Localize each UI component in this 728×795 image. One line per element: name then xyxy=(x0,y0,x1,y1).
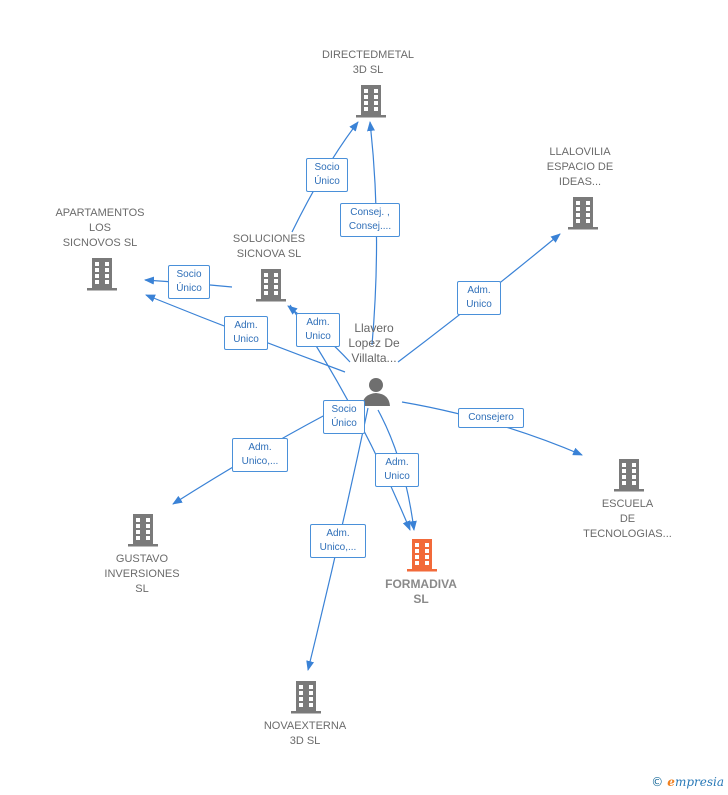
brand-name: mpresia xyxy=(674,775,724,789)
edge-label-socio-unico-apartamentos: Socio Único xyxy=(168,265,210,299)
building-icon-novaexterna[interactable] xyxy=(290,680,322,714)
building-icon-apartamentos[interactable] xyxy=(86,257,118,291)
node-label-formadiva[interactable]: FORMADIVA SL xyxy=(385,577,457,606)
edge-label-adm-unico-apartamentos: Adm. Unico xyxy=(224,316,268,350)
node-label-llalovilia[interactable]: LLALOVILIA ESPACIO DE IDEAS... xyxy=(546,146,614,188)
edge-label-socio-unico-center: Socio Único xyxy=(323,400,365,434)
edge-label-adm-unico-soluciones: Adm. Unico xyxy=(296,313,340,347)
person-icon[interactable] xyxy=(361,376,391,406)
brand-first-letter: e xyxy=(667,775,675,789)
building-icon-llalovilia[interactable] xyxy=(567,196,599,230)
node-label-gustavo[interactable]: GUSTAVO INVERSIONES SL xyxy=(104,553,180,595)
building-icon-formadiva[interactable] xyxy=(406,538,438,572)
edge-label-consejero: Consejero xyxy=(458,408,524,428)
empresia-logo: ©empresia xyxy=(651,775,724,789)
node-label-directedmetal[interactable]: DIRECTEDMETAL 3D SL xyxy=(321,49,415,76)
node-label-apartamentos[interactable]: APARTAMENTOS LOS SICNOVOS SL xyxy=(55,207,145,249)
node-label-soluciones[interactable]: SOLUCIONES SICNOVA SL xyxy=(232,233,306,260)
node-label-escuela[interactable]: ESCUELA DE TECNOLOGIAS... xyxy=(583,498,672,540)
edge-label-adm-unico-gustavo: Adm. Unico,... xyxy=(232,438,288,472)
building-icon-directedmetal[interactable] xyxy=(355,84,387,118)
copyright-icon: © xyxy=(651,775,664,789)
edge-label-adm-unico-llalovilia: Adm. Unico xyxy=(457,281,501,315)
building-icon-gustavo[interactable] xyxy=(127,513,159,547)
node-label-novaexterna[interactable]: NOVAEXTERNA 3D SL xyxy=(263,720,347,747)
building-icon-escuela[interactable] xyxy=(613,458,645,492)
edge-label-socio-unico-directedmetal: Socio Único xyxy=(306,158,348,192)
edge-label-adm-unico-novaexterna: Adm. Unico,... xyxy=(310,524,366,558)
person-name-label[interactable]: Llavero Lopez De Villalta... xyxy=(348,321,400,365)
edge-label-consej: Consej. , Consej.... xyxy=(340,203,400,237)
edge-label-adm-unico-formadiva: Adm. Unico xyxy=(375,453,419,487)
building-icon-soluciones[interactable] xyxy=(255,268,287,302)
